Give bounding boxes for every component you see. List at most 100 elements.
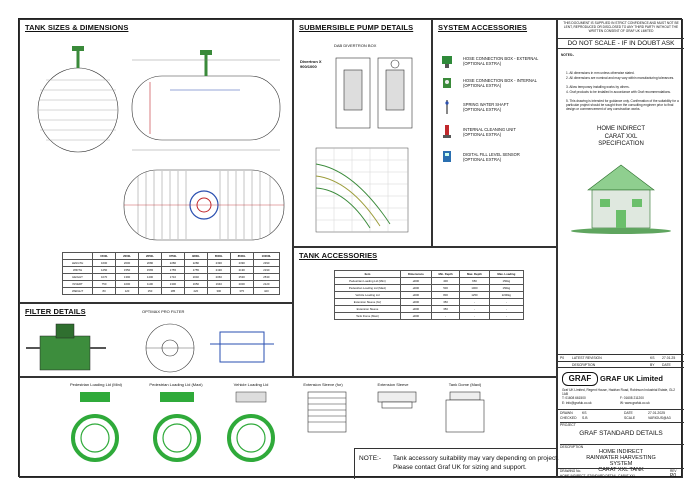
drawing-number-row: DRAWING No. HOME INDIRECT_STANDARD DETAI…: [558, 468, 684, 479]
accessory-item: INTERNAL CLEANING UNIT (OPTIONAL EXTRA): [433, 125, 558, 145]
drawing-sheet: TANK SIZES & DIMENSIONS: [18, 18, 684, 479]
system-accessories-title: SYSTEM ACCESSORIES: [438, 23, 528, 32]
accessory-item: DIGITAL FILL LEVEL SENSOR (OPTIONAL EXTR…: [433, 150, 558, 170]
checked-label: CHECKED: [560, 416, 577, 420]
accessory-label-extra: (OPTIONAL EXTRA): [463, 157, 502, 162]
filter-title: FILTER DETAILS: [25, 307, 86, 316]
revision-code: P0: [560, 356, 565, 360]
note-box: NOTE:- Tank accessory suitability may va…: [354, 448, 559, 479]
note-2: 2. All dimensions are nominal and may va…: [566, 76, 675, 80]
accessory-item: HOSE CONNECTION BOX - EXTERNAL (OPTIONAL…: [433, 54, 558, 74]
extension-sleeve-for-label: Extension Sleeve (for): [303, 382, 343, 387]
lid-mini-drawing: [71, 392, 119, 462]
revision-header: DESCRIPTION BY DATE: [558, 361, 684, 368]
company-logo: GRAF: [562, 372, 598, 386]
vehicle-lid-label: Vehicle Loading Lid: [233, 382, 269, 387]
lid-drawings: [71, 391, 485, 462]
hose-box-external-icon: [442, 56, 452, 68]
accessory-label: SPRING WATER SHAFT: [463, 102, 509, 107]
drawing-number: HOME INDIRECT_STANDARD DETAIL_CARAT XXL: [560, 474, 636, 478]
checked-row: CHECKED S.B SCALE VARIOUS@A3: [558, 415, 684, 421]
note-line2: Please contact Graf UK for sizing and su…: [393, 464, 527, 471]
revision-text: LATEST REVISION: [572, 356, 602, 360]
drawing-number-label: DRAWING No.: [560, 469, 582, 473]
project-name: GRAF STANDARD DETAILS: [579, 430, 663, 437]
company-name: GRAF UK Limited: [600, 374, 663, 383]
revision-description: DESCRIPTION: [572, 363, 596, 367]
vehicle-lid-drawing: [227, 391, 275, 462]
rev-value: P0: [670, 473, 677, 479]
tank-dome-drawing: [445, 391, 485, 433]
lids-panel: Pedestrian Loading Lid (Mini) Pedestrian…: [19, 377, 559, 479]
revision-date: 27.01.25: [662, 356, 676, 360]
date-label: DATE: [662, 363, 671, 367]
internal-cleaning-unit-icon: [443, 125, 451, 138]
pump-model: Divertron X: [300, 59, 322, 64]
filter-drawings: [26, 323, 274, 373]
date-caption: DATE: [624, 411, 633, 415]
accessory-item: SPRING WATER SHAFT (OPTIONAL EXTRA): [433, 100, 558, 120]
hose-box-internal-icon: [443, 78, 451, 88]
spec-title: HOME INDIRECT CARAT XXL SPECIFICATION: [558, 126, 684, 149]
accessory-label: INTERNAL CLEANING UNIT: [463, 127, 516, 132]
revision-by: KS: [650, 356, 655, 360]
extension-sleeve-label: Extension Sleeve: [377, 382, 409, 387]
drawn-row: DRAWN KS DATE 27.01.2025: [558, 409, 684, 415]
drawn-value: KS: [582, 411, 587, 415]
description-block: HOME INDIRECT RAINWATER HARVESTING SYSTE…: [558, 449, 684, 473]
house-illustration: [571, 164, 671, 234]
spec-line2: CARAT XXL: [604, 133, 638, 140]
company-address: Graf UK Limited, Regent House, Hadrian R…: [562, 388, 676, 396]
lid-maxi-label: Pedestrian Loading Lid (Maxi): [149, 382, 203, 387]
desc-line1: HOME INDIRECT: [599, 449, 643, 455]
spring-water-shaft-icon: [445, 100, 449, 114]
note-line1: Tank accessory suitability may vary depe…: [393, 455, 559, 462]
notes-label: NOTES:-: [561, 53, 575, 57]
tank-sizes-panel: TANK SIZES & DIMENSIONS: [19, 19, 293, 303]
accessory-label: HOSE CONNECTION BOX - INTERNAL: [463, 78, 537, 83]
system-accessories-panel: SYSTEM ACCESSORIES HOSE CONNECTION BOX -…: [432, 19, 557, 247]
extension-sleeve-drawing: [377, 391, 417, 409]
pump-title: SUBMERSIBLE PUMP DETAILS: [299, 23, 414, 32]
company-fax: F: 01608 211200: [620, 396, 644, 400]
accessory-label-extra: (OPTIONAL EXTRA): [463, 61, 502, 66]
pump-box-title: DAB DIVERTRON BOX: [334, 43, 377, 48]
accessory-label-extra: (OPTIONAL EXTRA): [463, 83, 502, 88]
pump-panel: SUBMERSIBLE PUMP DETAILS DAB DIVERTRON B…: [293, 19, 432, 247]
pump-model-size: 900/1000: [300, 64, 317, 69]
lid-mini-label: Pedestrian Loading Lid (Mini): [69, 382, 123, 387]
project-label: PROJECT: [560, 422, 684, 427]
scale-value: VARIOUS@A3: [648, 416, 671, 420]
tank-sizes-title: TANK SIZES & DIMENSIONS: [25, 23, 129, 32]
fill-level-sensor-icon: [443, 151, 451, 162]
do-not-scale: DO NOT SCALE - IF IN DOUBT ASK: [558, 38, 684, 49]
note-1: 1. All dimensions in mm unless otherwise…: [566, 71, 635, 75]
accessory-label: DIGITAL FILL LEVEL SENSOR: [463, 152, 520, 157]
company-web: W: www.grafuk.co.uk: [620, 401, 650, 405]
company-phone: T: 01608 661500: [562, 396, 586, 400]
extension-sleeve-for-drawing: [307, 391, 347, 433]
accessory-label-extra: (OPTIONAL EXTRA): [463, 107, 502, 112]
copyright-notice: THIS DOCUMENT IS SUPPLIED IN STRICT CONF…: [563, 21, 679, 33]
scale-label: SCALE: [624, 416, 636, 420]
note-3: 3. Allow temporary installing works by o…: [566, 85, 630, 89]
revision-row: P0 LATEST REVISION KS 27.01.25: [558, 354, 684, 361]
logo-text: GRAF: [568, 374, 592, 383]
lid-maxi-drawing: [153, 392, 201, 462]
accessory-label-extra: (OPTIONAL EXTRA): [463, 132, 502, 137]
desc-line2: RAINWATER HARVESTING: [586, 455, 656, 462]
by-label: BY: [650, 363, 655, 367]
note-label: NOTE:-: [359, 455, 382, 462]
description-label: DESCRIPTION: [560, 444, 684, 449]
drawn-label: DRAWN: [560, 411, 573, 415]
desc-line4: CARAT XXL TANK: [598, 467, 644, 474]
accessory-label: HOSE CONNECTION BOX - EXTERNAL: [463, 56, 539, 61]
tank-drawings: [37, 46, 285, 241]
spec-line1: HOME INDIRECT: [597, 126, 645, 132]
desc-line3: SYSTEM: [609, 461, 633, 468]
accessory-item: HOSE CONNECTION BOX - INTERNAL (OPTIONAL…: [433, 76, 558, 96]
note-5: 5. This drawing is intended for guidance…: [566, 99, 679, 111]
